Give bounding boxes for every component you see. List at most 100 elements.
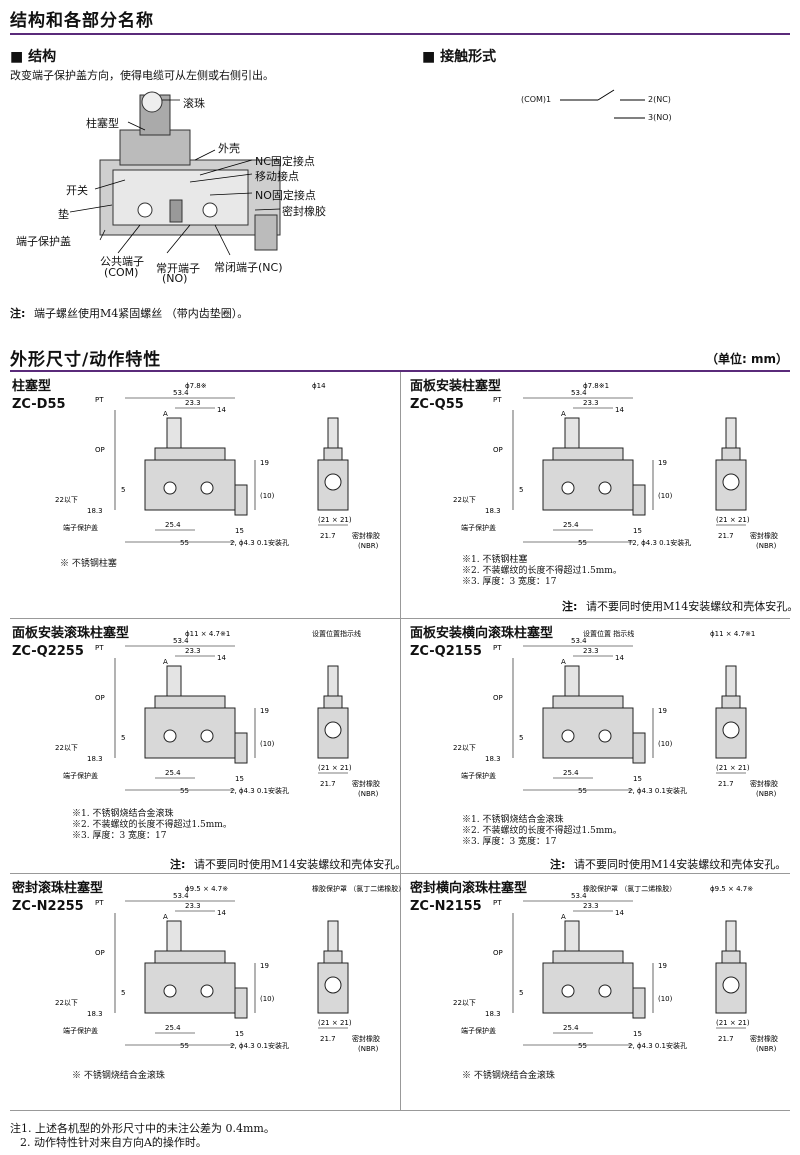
side-plunger <box>327 665 339 697</box>
dim-21x21: (21 × 21) <box>318 516 352 524</box>
dim-21x21: (21 × 21) <box>716 764 750 772</box>
label-terminal-cover: 端子保护盖 <box>63 523 98 532</box>
dim-55: 55 <box>180 787 189 795</box>
grid-h2 <box>10 873 790 874</box>
dim-19: 19 <box>260 707 269 715</box>
dim-10: (10) <box>260 492 275 500</box>
contact-no: 3(NO) <box>648 113 672 122</box>
dim-19: 19 <box>658 707 667 715</box>
footnote: ※1. 不锈钢柱塞 <box>462 555 528 565</box>
model-code: ZC-N2155 <box>410 899 482 914</box>
dim-a: A <box>561 658 566 666</box>
label-switch: 开关 <box>66 184 88 197</box>
contact-com: (COM)1 <box>521 95 552 104</box>
dim-55: 55 <box>578 1042 587 1050</box>
hole <box>561 729 575 743</box>
dim-pt: PT <box>95 644 104 652</box>
dim-10: (10) <box>658 995 673 1003</box>
dim-53-4: 53.4 <box>571 637 587 645</box>
dim-21x21: (21 × 21) <box>318 764 352 772</box>
caution-text: 请不要同时使用M14安装螺纹和壳体安孔。 <box>586 600 799 613</box>
label-no-fixed: NO固定接点 <box>255 189 316 202</box>
dim-21-7: 21.7 <box>718 532 734 540</box>
model-title: 面板安装滚珠柱塞型 <box>12 626 130 641</box>
dim-18-3: 18.3 <box>485 507 501 515</box>
model-cell-zc-n2255: 密封滚珠柱塞型 ZC-N2255 <box>12 880 103 916</box>
label-moving: 移动接点 <box>255 170 299 183</box>
caution-label: 注: <box>562 600 578 613</box>
footnote: ※2. 不装螺纹的长度不得超过1.5mm。 <box>462 826 622 836</box>
model-title: 面板安装横向滚珠柱塞型 <box>410 626 554 641</box>
side-body <box>317 962 349 1014</box>
dim-21-7: 21.7 <box>320 1035 336 1043</box>
hole <box>598 481 612 495</box>
dim-14: 14 <box>615 406 624 414</box>
hole <box>200 481 214 495</box>
dim-pt: PT <box>95 899 104 907</box>
dim-hole: 2, ϕ4.3 0.1安装孔 <box>230 538 289 547</box>
cover-rect <box>234 732 248 764</box>
footnote: ※1. 不锈钢烧结合金滚珠 <box>72 809 174 819</box>
footnote: ※ 不锈钢烧结合金滚珠 <box>462 1071 555 1081</box>
dim-top-note: 设置位置 指示线 <box>583 629 634 638</box>
dim-53-4: 53.4 <box>571 389 587 397</box>
label-nbr: (NBR) <box>358 542 379 550</box>
label-terminal-cover: 端子保护盖 <box>16 235 71 248</box>
label-nbr: (NBR) <box>358 1045 379 1053</box>
terminal-cover-part <box>254 214 278 251</box>
dim-23-3: 23.3 <box>185 647 201 655</box>
contact-diagram <box>560 89 645 119</box>
label-seal: 密封橡胶 <box>352 779 380 788</box>
dim-25-4: 25.4 <box>165 769 181 777</box>
dim-op: OP <box>95 694 105 702</box>
footnote: ※3. 厚度：3 宽度：17 <box>462 577 557 587</box>
dim-53-4: 53.4 <box>173 637 189 645</box>
hole <box>598 984 612 998</box>
grid-h1 <box>10 618 790 619</box>
hole <box>561 984 575 998</box>
dim-55: 55 <box>180 1042 189 1050</box>
side-plunger <box>725 665 737 697</box>
body-rect <box>144 962 236 1014</box>
label-nbr: (NBR) <box>756 1045 777 1053</box>
dim-23-3: 23.3 <box>583 902 599 910</box>
hole <box>200 984 214 998</box>
label-no-terminal: 常开端子 <box>156 262 200 275</box>
dim-21-7: 21.7 <box>718 1035 734 1043</box>
neck-rect <box>154 447 226 461</box>
model-cell-zc-q55: 面板安装柱塞型 ZC-Q55 <box>410 378 501 414</box>
dim-op: OP <box>493 949 503 957</box>
structure-diagram <box>69 91 281 256</box>
label-nbr: (NBR) <box>756 790 777 798</box>
side-top <box>323 695 343 709</box>
label-seal-rubber: 密封橡胶 <box>282 205 326 218</box>
dim-15: 15 <box>235 1030 244 1038</box>
footnote: ※3. 厚度：3 宽度：17 <box>72 831 167 841</box>
body-rect <box>542 459 634 511</box>
plunger-rect <box>564 665 580 697</box>
dim-op: OP <box>493 446 503 454</box>
side-plunger <box>725 920 737 952</box>
dim-22: 22以下 <box>453 999 476 1007</box>
dim-10: (10) <box>260 995 275 1003</box>
dim-19: 19 <box>260 459 269 467</box>
dim-23-3: 23.3 <box>583 399 599 407</box>
dim-pt: PT <box>493 899 502 907</box>
dim-53-4: 53.4 <box>173 892 189 900</box>
hole <box>561 481 575 495</box>
dim-22: 22以下 <box>55 999 78 1007</box>
label-no: (NO) <box>162 272 188 285</box>
bottom-note-1: 注1. 上述各机型的外形尺寸中的未注公差为 0.4mm。 <box>10 1122 275 1135</box>
dim-18-3: 18.3 <box>87 1010 103 1018</box>
dim-10: (10) <box>658 492 673 500</box>
label-nc-terminal: 常闭端子(NC) <box>214 261 283 274</box>
dim-a: A <box>163 658 168 666</box>
side-top <box>323 447 343 461</box>
dim-53-4: 53.4 <box>571 892 587 900</box>
dim-22: 22以下 <box>453 744 476 752</box>
label-seal: 密封橡胶 <box>750 779 778 788</box>
neck-rect <box>154 950 226 964</box>
model-code: ZC-Q2155 <box>410 644 482 659</box>
